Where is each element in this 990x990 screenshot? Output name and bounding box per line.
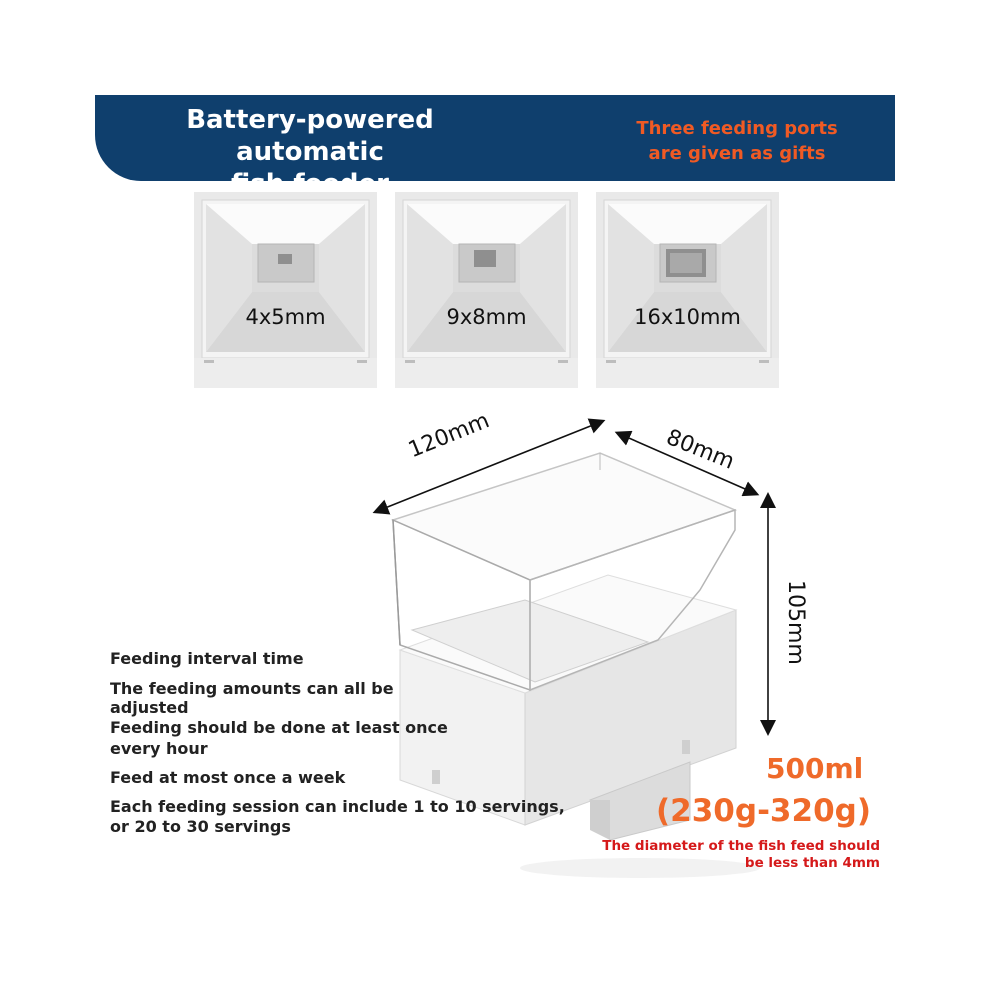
port-size-label: 4x5mm bbox=[245, 305, 326, 329]
feature-item: The feeding amounts can all be bbox=[110, 679, 394, 698]
port-size-label: 16x10mm bbox=[634, 305, 741, 329]
gift-note-line-1: Three feeding ports bbox=[636, 118, 838, 139]
feeding-port-small: 4x5mm bbox=[194, 192, 377, 388]
feature-item: Each feeding session can include 1 to 10… bbox=[110, 797, 565, 816]
feeding-port-medium: 9x8mm bbox=[395, 192, 578, 388]
port-size-label: 9x8mm bbox=[446, 305, 527, 329]
dimension-height-label: 105mm bbox=[783, 580, 808, 665]
gift-note: Three feeding ports are given as gifts bbox=[612, 116, 862, 166]
feeding-port-illustration bbox=[596, 192, 779, 388]
feeding-port-illustration bbox=[395, 192, 578, 388]
feed-size-note-line-2: be less than 4mm bbox=[744, 855, 880, 871]
feeding-port-large: 16x10mm bbox=[596, 192, 779, 388]
feed-size-note: The diameter of the fish feed should be … bbox=[590, 838, 880, 872]
title-line-1: Battery-powered automatic bbox=[186, 105, 434, 167]
feed-size-note-line-1: The diameter of the fish feed should bbox=[602, 838, 880, 854]
feature-item: every hour bbox=[110, 739, 208, 758]
capacity-volume: 500ml bbox=[766, 752, 864, 785]
feature-item: Feed at most once a week bbox=[110, 768, 346, 787]
feeding-port-illustration bbox=[194, 192, 377, 388]
feature-item: Feeding interval time bbox=[110, 649, 304, 668]
feature-item: Feeding should be done at least once bbox=[110, 718, 448, 737]
feature-item: adjusted bbox=[110, 698, 189, 717]
header-banner bbox=[95, 95, 895, 181]
capacity-weight: (230g-320g) bbox=[656, 793, 872, 829]
feature-item: or 20 to 30 servings bbox=[110, 817, 291, 836]
gift-note-line-2: are given as gifts bbox=[648, 143, 826, 164]
